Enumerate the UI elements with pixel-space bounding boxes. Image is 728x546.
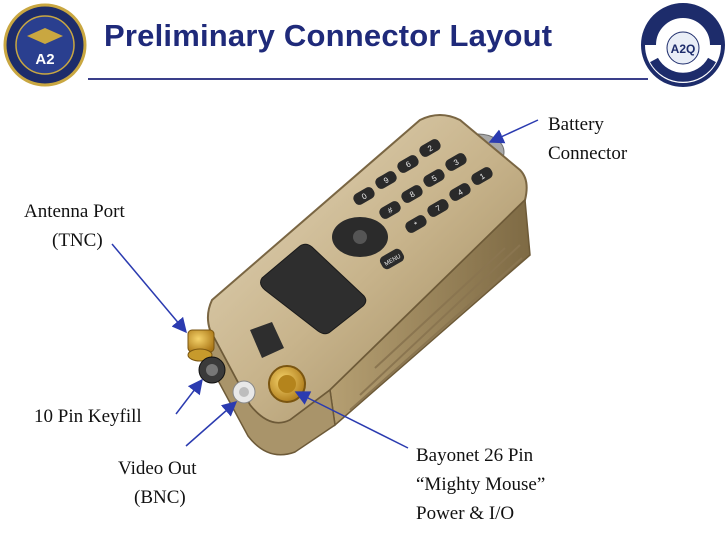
keypad-key-label: * bbox=[413, 220, 420, 229]
keypad-key: * bbox=[405, 215, 427, 233]
keypad-key: 8 bbox=[401, 185, 423, 203]
keypad-key-label: 1 bbox=[478, 171, 487, 181]
title-divider bbox=[88, 78, 648, 80]
keypad-key-label: 7 bbox=[434, 203, 443, 213]
bayonet-connector bbox=[268, 365, 306, 403]
keypad-key: 6 bbox=[397, 155, 419, 173]
nav-center bbox=[353, 230, 367, 244]
page-title: Preliminary Connector Layout bbox=[104, 18, 553, 53]
grip-ridges bbox=[349, 244, 523, 411]
video-label-line2: (BNC) bbox=[134, 487, 186, 508]
keypad-key: 3 bbox=[445, 153, 467, 171]
keypad-key: # bbox=[379, 201, 401, 219]
menu-key bbox=[379, 248, 405, 270]
keypad-key: 7 bbox=[427, 199, 449, 217]
keyfill-connector bbox=[198, 356, 226, 384]
display-screen bbox=[260, 243, 367, 335]
keypad-key: 9 bbox=[375, 171, 397, 189]
antenna-label-line2: (TNC) bbox=[52, 230, 103, 251]
antenna-label-line1: Antenna Port bbox=[24, 201, 125, 222]
bayonet-label-line3: Power & I/O bbox=[416, 503, 515, 524]
svg-text:A2Q: A2Q bbox=[671, 42, 696, 56]
center-cap bbox=[250, 322, 284, 358]
keypad-key-label: 6 bbox=[404, 159, 413, 169]
keypad-key-label: 4 bbox=[456, 187, 465, 197]
keypad-key: 1 bbox=[471, 167, 493, 185]
svg-text:A2: A2 bbox=[35, 51, 54, 68]
battery-label-line1: Battery bbox=[548, 114, 604, 135]
video-label-line1: Video Out bbox=[118, 458, 197, 479]
keypad-key: 2 bbox=[419, 139, 441, 157]
keypad-key: 5 bbox=[423, 169, 445, 187]
antenna-port-connector bbox=[187, 329, 215, 362]
a2q-badge-logo: A2Q bbox=[641, 3, 725, 87]
keyfill-label: 10 Pin Keyfill bbox=[34, 406, 142, 427]
a2-seal-logo: A2 bbox=[3, 3, 87, 87]
keypad-key: 4 bbox=[449, 183, 471, 201]
bayonet-label-line1: Bayonet 26 Pin bbox=[416, 445, 534, 466]
keypad-key-label: 3 bbox=[452, 157, 461, 167]
battery-label-line2: Connector bbox=[548, 143, 628, 164]
keypad-key-label: 0 bbox=[360, 191, 369, 201]
keypad-key-label: 2 bbox=[426, 143, 435, 153]
keypad-key: 0 bbox=[353, 187, 375, 205]
keypad-key-label: 8 bbox=[408, 189, 417, 199]
video-out-connector bbox=[232, 380, 256, 404]
bayonet-label-line2: “Mighty Mouse” bbox=[416, 474, 546, 495]
keypad-key-label: 5 bbox=[430, 173, 439, 183]
keypad-key-label: # bbox=[386, 205, 395, 215]
keypad: 2 3 1 6 5 4 9 8 7 0 # * bbox=[353, 139, 493, 233]
keypad-key-label: 9 bbox=[382, 175, 391, 185]
